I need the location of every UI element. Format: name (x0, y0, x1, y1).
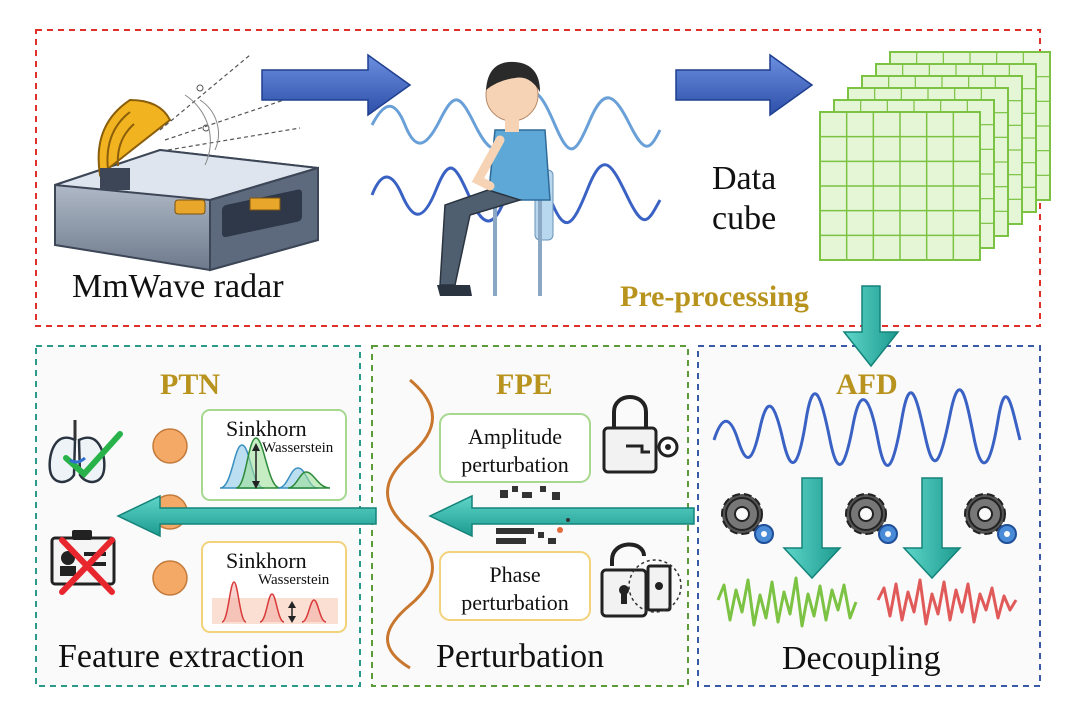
radar-device-icon (54, 54, 319, 272)
amplitude-card (439, 413, 591, 483)
ptn-footer: Feature extraction (58, 638, 305, 675)
sinkhorn-card1-sub: Wasserstein (262, 440, 334, 456)
lungs-check-icon (48, 420, 123, 484)
decouple-arrow-right (902, 477, 962, 580)
flow-arrow-radar-to-person (261, 53, 412, 117)
sinkhorn-card1-title: Sinkhorn (226, 416, 307, 441)
gear-icon-2 (845, 493, 898, 544)
lock-key-icon (602, 395, 679, 474)
afd-input-signal (712, 388, 1022, 467)
cube-label-line2: cube (712, 200, 777, 237)
sinkhorn-dist-plot-2 (212, 581, 338, 624)
decouple-arrow-left (782, 477, 842, 580)
fpe-footer: Perturbation (436, 638, 605, 675)
preprocessing-label: Pre-processing (620, 280, 809, 313)
flow-arrow-preprocessing (842, 285, 900, 368)
radar-label: MmWave radar (72, 268, 284, 305)
gear-icon-1 (721, 493, 774, 544)
unlocked-padlock-icon (600, 542, 682, 618)
id-card-cross-icon (50, 530, 116, 595)
sinkhorn-dist-plot-1 (219, 437, 331, 489)
flow-arrow-to-ptn (116, 494, 377, 538)
gear-icon-3 (964, 493, 1017, 544)
ptn-node-1 (152, 428, 188, 464)
phase-line1: Phase (489, 562, 541, 587)
amplitude-line1: Amplitude (467, 424, 563, 449)
flow-arrow-person-to-cube (675, 53, 814, 117)
perturbation-wave (386, 378, 434, 670)
afd-footer: Decoupling (782, 640, 941, 677)
decoupled-signal-red (876, 578, 1018, 626)
phase-line2: perturbation (461, 590, 569, 615)
sinkhorn-card2-title: Sinkhorn (226, 548, 307, 573)
seated-person-illustration (437, 61, 554, 296)
sinkhorn-card2-sub: Wasserstein (258, 572, 330, 588)
decoupled-signal-green (716, 576, 858, 628)
fpe-title: FPE (496, 368, 553, 401)
ptn-node-3 (152, 560, 188, 596)
data-cube-icon (819, 51, 1051, 261)
cube-label-line1: Data (712, 160, 777, 197)
flow-arrow-to-fpe (428, 494, 695, 538)
amplitude-line2: perturbation (461, 452, 569, 477)
phase-card (439, 551, 591, 621)
afd-title: AFD (836, 368, 898, 401)
qr-scramble-icon (496, 486, 570, 544)
ptn-title: PTN (160, 368, 220, 401)
